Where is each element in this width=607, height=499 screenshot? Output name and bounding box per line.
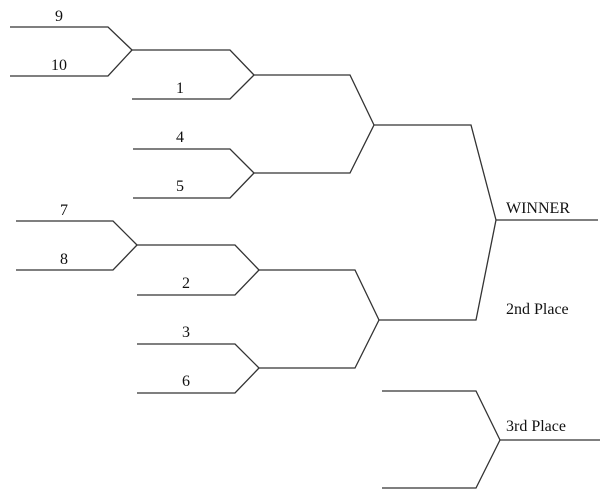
slot-seed-8 [16, 244, 138, 271]
slot-finalist-bottom [379, 219, 497, 321]
third-place-label: 3rd Place [506, 418, 566, 435]
slot-winner-top-b [254, 124, 375, 174]
match-3-vs-6 [137, 343, 260, 394]
seed-label-7: 7 [60, 202, 68, 219]
match-4-vs-5 [133, 148, 255, 199]
slot-finalist-top [374, 124, 497, 221]
slot-winner-bottom-b [259, 319, 380, 369]
slot-third-top [382, 390, 501, 441]
slot-winner-7-8 [137, 244, 260, 271]
match-78-vs-2 [137, 244, 260, 296]
match-7-vs-8 [16, 220, 138, 271]
seed-label-8: 8 [60, 251, 68, 268]
slot-winner-top-a [254, 74, 375, 126]
slot-seed-4 [133, 148, 255, 174]
seed-label-4: 4 [176, 129, 184, 146]
semifinal-top [254, 74, 375, 174]
slot-third-bottom [382, 439, 501, 489]
slot-winner-9-10 [132, 49, 255, 76]
slot-seed-3 [137, 343, 260, 369]
seed-label-5: 5 [176, 178, 184, 195]
slot-seed-9 [10, 26, 133, 51]
slot-winner-bottom-a [259, 269, 380, 321]
match-910-vs-1 [132, 49, 255, 100]
seed-label-2: 2 [182, 275, 190, 292]
slot-seed-2 [137, 269, 260, 296]
seed-label-6: 6 [182, 373, 190, 390]
third-place-match [382, 390, 600, 489]
seed-label-3: 3 [182, 324, 190, 341]
winner-label: WINNER [506, 200, 570, 217]
seed-label-9: 9 [55, 8, 63, 25]
slot-seed-10 [10, 49, 133, 77]
slot-seed-5 [133, 172, 255, 199]
slot-seed-6 [137, 367, 260, 394]
slot-seed-1 [132, 74, 255, 100]
final-match [374, 124, 598, 321]
second-place-label: 2nd Place [506, 301, 569, 318]
seed-label-1: 1 [176, 80, 184, 97]
match-9-vs-10 [10, 26, 133, 77]
semifinal-bottom [259, 269, 380, 369]
seed-label-10: 10 [51, 57, 67, 74]
slot-seed-7 [16, 220, 138, 246]
